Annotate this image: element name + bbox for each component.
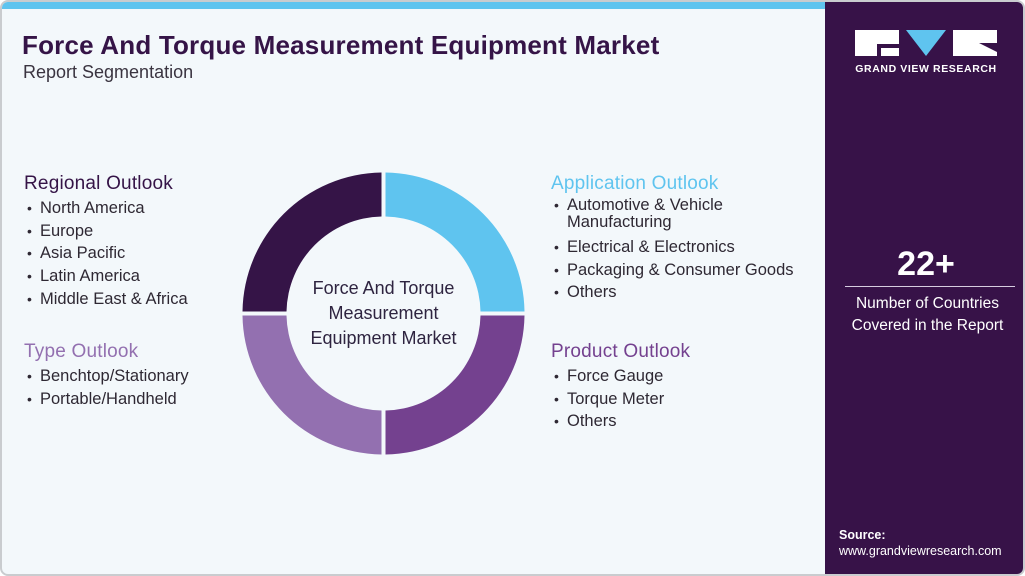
stat-label-line1: Number of Countries (855, 295, 999, 312)
list-item: Packaging & Consumer Goods (551, 259, 816, 282)
donut-center: Force And Torque Measurement Equipment M… (302, 232, 465, 395)
stat-divider (845, 286, 1015, 287)
regional-outlook-heading: Regional Outlook (24, 173, 173, 194)
list-item: North America (24, 197, 188, 220)
donut-segment-product (385, 315, 525, 455)
source-url-link[interactable]: www.grandviewresearch.com (839, 544, 1002, 558)
list-item: Others (551, 410, 690, 433)
regional-outlook-section: Regional Outlook North America Europe As… (24, 173, 188, 311)
type-outlook-heading: Type Outlook (24, 341, 139, 362)
list-item: Automotive & Vehicle Manufacturing (551, 197, 761, 231)
application-outlook-section: Application Outlook Automotive & Vehicle… (551, 173, 816, 304)
list-item: Latin America (24, 265, 188, 288)
side-panel: GRAND VIEW RESEARCH 22+ Number of Countr… (825, 2, 1023, 574)
list-item: Asia Pacific (24, 242, 188, 265)
application-outlook-list: Automotive & Vehicle Manufacturing Elect… (551, 197, 816, 304)
page-subtitle: Report Segmentation (23, 62, 194, 82)
donut-ring-graphic (242, 172, 525, 455)
countries-stat-value: 22+ (897, 245, 955, 283)
regional-outlook-list: North America Europe Asia Pacific Latin … (24, 197, 188, 311)
list-item: Others (551, 281, 816, 304)
segmentation-donut: Force And Torque Measurement Equipment M… (242, 172, 525, 455)
list-item: Portable/Handheld (24, 388, 189, 411)
type-outlook-section: Type Outlook Benchtop/Stationary Portabl… (24, 341, 189, 410)
grand-view-research-logo-icon (855, 30, 997, 56)
list-item: Europe (24, 220, 188, 243)
page-title: Force And Torque Measurement Equipment M… (22, 30, 660, 60)
donut-segment-type (242, 315, 382, 455)
source-label: Source: (839, 528, 886, 542)
stat-label-line2: Covered in the Report (851, 317, 1004, 334)
list-item: Middle East & Africa (24, 288, 188, 311)
list-item: Benchtop/Stationary (24, 365, 189, 388)
top-accent-band (2, 2, 825, 9)
donut-segment-application (385, 172, 525, 312)
list-item: Torque Meter (551, 388, 690, 411)
brand-name: GRAND VIEW RESEARCH (855, 63, 997, 75)
donut-segment-regional (242, 172, 382, 312)
countries-stat-label: Number of Countries Covered in the Repor… (825, 293, 1023, 337)
list-item: Electrical & Electronics (551, 236, 816, 259)
product-outlook-section: Product Outlook Force Gauge Torque Meter… (551, 341, 690, 433)
application-outlook-heading: Application Outlook (551, 173, 719, 194)
type-outlook-list: Benchtop/Stationary Portable/Handheld (24, 365, 189, 410)
product-outlook-heading: Product Outlook (551, 341, 691, 362)
product-outlook-list: Force Gauge Torque Meter Others (551, 365, 690, 433)
donut-center-label: Force And Torque Measurement Equipment M… (310, 278, 457, 348)
list-item: Force Gauge (551, 365, 690, 388)
